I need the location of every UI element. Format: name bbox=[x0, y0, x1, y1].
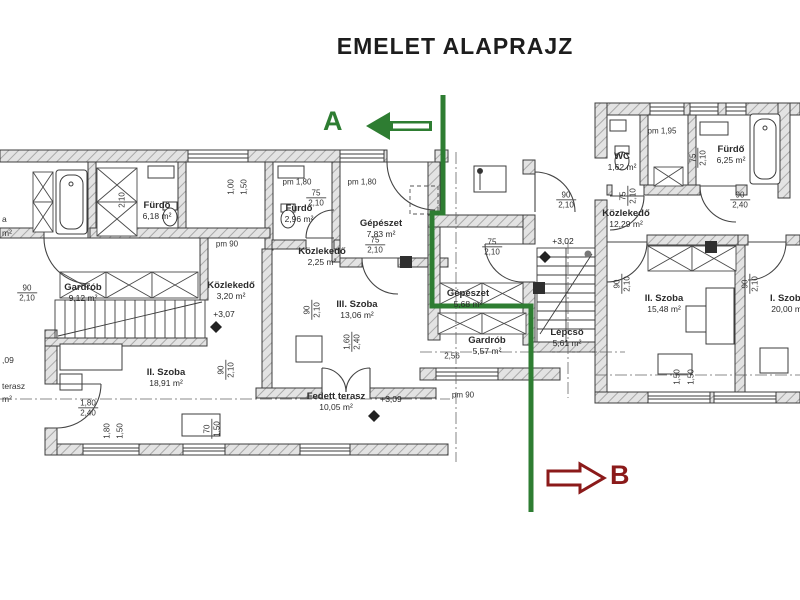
furniture bbox=[59, 287, 789, 437]
section-arrow-a-icon bbox=[366, 112, 432, 140]
doors bbox=[43, 161, 787, 429]
shaft-box-icon bbox=[473, 165, 507, 193]
stairs-left bbox=[54, 299, 206, 339]
stairs-right bbox=[536, 247, 596, 343]
toilet-icon bbox=[162, 145, 630, 229]
niche-dashed-box bbox=[409, 185, 439, 215]
section-label-a: A bbox=[323, 106, 343, 136]
columns bbox=[400, 241, 717, 294]
fixtures bbox=[55, 113, 789, 437]
section-label-b: B bbox=[610, 460, 630, 490]
page-title: EMELET ALAPRAJZ bbox=[336, 33, 574, 59]
windows bbox=[82, 102, 777, 456]
section-line bbox=[429, 95, 534, 512]
bathtub-right-icon bbox=[749, 113, 781, 185]
section-arrow-b-icon bbox=[546, 461, 607, 495]
wardrobes bbox=[32, 166, 737, 335]
bathtub-left-icon bbox=[55, 169, 88, 235]
sink-icon bbox=[147, 119, 729, 179]
level-marker-icon bbox=[210, 251, 551, 422]
